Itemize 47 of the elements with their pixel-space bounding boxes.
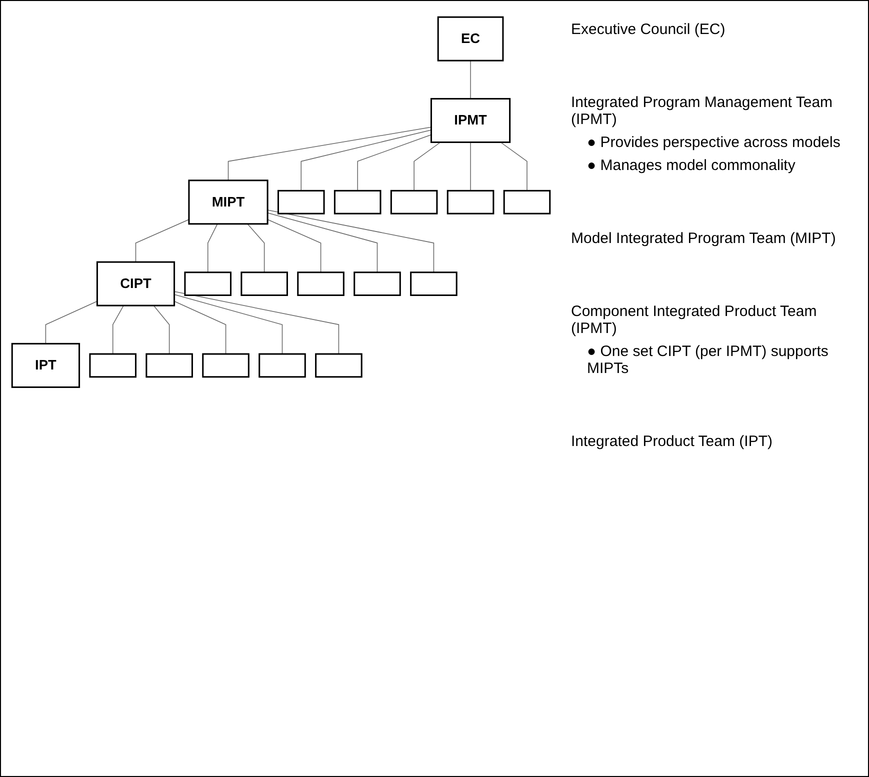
node-box <box>146 353 193 378</box>
connector <box>174 300 226 354</box>
team-description: Component Integrated Product Team (IPMT) <box>571 303 818 337</box>
team-description: Integrated Product Team (IPT) <box>571 433 774 450</box>
connector <box>267 210 434 273</box>
node-box <box>390 190 438 214</box>
bullet-point: ● Provides perspective across models <box>587 134 842 151</box>
node-box <box>240 272 288 296</box>
bullet-point: ● One set CIPT (per IPMT) supports MIPTs <box>587 343 830 377</box>
connector <box>207 224 218 273</box>
node-box <box>446 190 494 214</box>
connector <box>357 134 432 192</box>
node-box: IPMT <box>430 98 511 144</box>
connector <box>112 305 124 354</box>
connector <box>174 294 283 354</box>
connector <box>135 219 190 262</box>
connector <box>470 60 471 100</box>
connector <box>267 219 322 273</box>
node-box <box>410 272 458 296</box>
connector <box>228 126 432 181</box>
node-box <box>315 353 362 378</box>
team-description: Model Integrated Program Team (MIPT) <box>571 230 837 247</box>
team-description: Executive Council (EC) <box>571 21 726 38</box>
node-box <box>89 353 136 378</box>
node-box <box>202 353 250 378</box>
node-box: MIPT <box>188 180 268 225</box>
connector <box>470 142 471 192</box>
connector <box>153 305 170 354</box>
connector <box>500 142 528 192</box>
node-box <box>277 190 325 214</box>
node-box: EC <box>437 16 504 62</box>
node-box <box>503 190 551 214</box>
node-box: CIPT <box>96 261 176 306</box>
node-box <box>354 272 401 296</box>
connector <box>300 130 432 192</box>
connector <box>414 142 441 192</box>
node-box: IPT <box>11 342 80 388</box>
node-box <box>184 272 232 296</box>
connector <box>267 212 378 273</box>
node-box <box>334 190 382 214</box>
connector <box>247 224 265 273</box>
team-description: Integrated Program Management Team (IPMT) <box>571 94 834 128</box>
connector <box>45 300 98 344</box>
bullet-point: ● Manages model commonality <box>587 157 796 174</box>
connector <box>174 291 340 354</box>
node-box <box>297 272 344 296</box>
node-box <box>258 353 306 378</box>
